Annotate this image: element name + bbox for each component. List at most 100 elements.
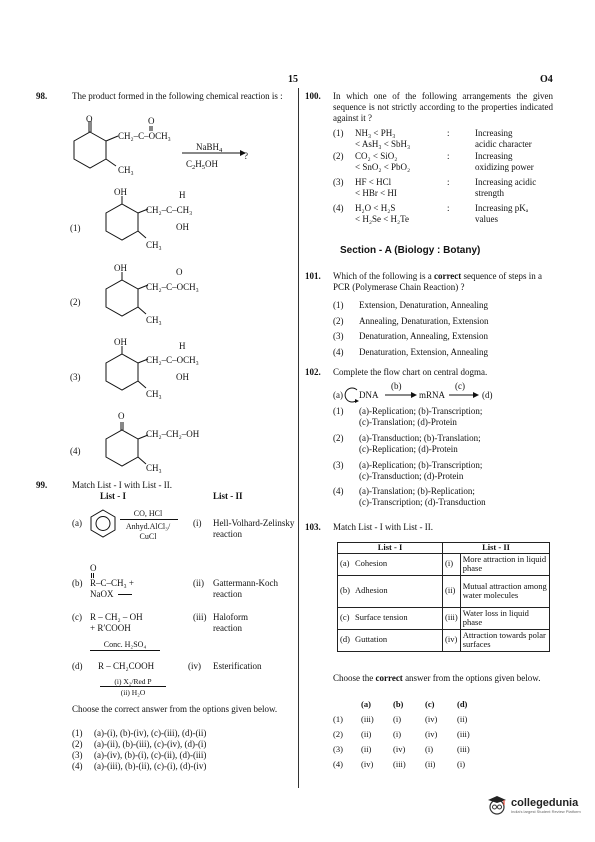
q101-number: 101. [305, 271, 321, 281]
flow-b: (b) [391, 381, 402, 391]
q99-answer-3: (3)(a)-(iv), (b)-(i), (c)-(ii), (d)-(iii… [72, 750, 207, 760]
q99-row-a-right: Hell-Volhard-Zelinsky reaction [213, 518, 295, 539]
reactant-ketone-o: O [86, 114, 93, 124]
q103-answer-4: (4)(iv)(iii)(ii)(i) [333, 759, 466, 769]
q102-text: Complete the flow chart on central dogma… [333, 367, 488, 377]
opt1-oh2: OH [176, 222, 189, 232]
q99-d-arrow [100, 686, 166, 687]
q100-number: 100. [305, 91, 321, 101]
q99-a-reagent3: CuCl [139, 532, 157, 541]
q99-choose-text: Choose the correct answer from the optio… [72, 704, 278, 714]
q99-answer-4: (4)(a)-(iii), (b)-(ii), (c)-(i), (d)-(iv… [72, 761, 207, 771]
reactant-carbonyl-o: O [148, 116, 155, 126]
section-heading: Section - A (Biology : Botany) [340, 245, 481, 256]
q98-opt3-ring [105, 346, 149, 391]
q101-option-1: (1)Extension, Denaturation, Annealing [333, 300, 488, 310]
q99-row-a-rlabel: (i) [193, 518, 202, 528]
q98-text: The product formed in the following chem… [72, 91, 283, 101]
q99-b-reagent: NaOX [90, 589, 114, 599]
logo-name: collegedunia [511, 796, 579, 809]
reaction-question-mark: ? [244, 151, 248, 161]
q99-b-formula: R–C–CH₃ + [90, 578, 134, 588]
q99-row-c-right: Haloform reaction [213, 612, 248, 633]
q99-answers: (1)(a)-(i), (b)-(iv), (c)-(iii), (d)-(ii… [72, 728, 294, 772]
q100-option-3: (3) HF < HCl< HBr < HI : Increasing acid… [333, 177, 537, 198]
flow-a: (a) [333, 390, 343, 400]
flow-mrna: mRNA [419, 390, 446, 400]
benzene-icon [90, 509, 116, 538]
q99-c-arrow [90, 650, 160, 651]
q99-d-reagent1: (i) X₂/Red P [114, 677, 152, 686]
q103-table-row: (d)Guttation (iv)Attraction towards pola… [337, 628, 551, 652]
opt1-chain: CH₂–C–CH₃ [146, 205, 193, 215]
q103-number: 103. [305, 522, 321, 532]
q101-option-3: (3)Denaturation, Annealing, Extension [333, 331, 488, 341]
q99-b-dbl2 [93, 573, 94, 578]
q103-text: Match List - I with List - II. [333, 522, 433, 532]
q102-option-2: (2)(a)-Transduction; (b)-Translation;(c)… [333, 433, 481, 454]
opt2-chain: CH₂–C–OCH₃ [146, 282, 199, 292]
q103-table-header: List - I List - II [337, 542, 550, 554]
q99-b-o: O [90, 563, 97, 573]
q99-number: 99. [36, 480, 48, 490]
q99-row-b-label: (b) [72, 578, 83, 588]
q101-option-4: (4)Denaturation, Extension, Annealing [333, 346, 488, 357]
opt2-label: (2) [70, 297, 81, 307]
q103-answer-table: (a)(b)(c)(d) (1)(iii)(i)(iv)(ii) (2)(ii)… [330, 697, 486, 772]
opt2-methyl: CH₃ [146, 315, 162, 325]
q99-list1-heading: List - I [100, 491, 127, 501]
q99-text: Match List - I with List - II. [72, 480, 172, 490]
q103-table-row: (a)Cohesion (i)More attraction in liquid… [337, 552, 551, 576]
q98-number: 98. [36, 91, 48, 101]
q102-options: (1)(a)-Replication; (b)-Transcription;(c… [333, 406, 555, 510]
opt1-label: (1) [70, 223, 81, 233]
q99-c-line1: R – CH₂ – OH [90, 612, 143, 622]
q103-answer-2: (2)(ii)(i)(iv)(iii) [333, 729, 470, 739]
reactant-methyl: CH₃ [118, 165, 134, 175]
opt2-o: O [176, 267, 183, 277]
q98-opt2-ring [105, 272, 149, 317]
paper-code: O4 [540, 74, 553, 85]
q99-a-reagent1: CO, HCl [133, 509, 163, 518]
q99-row-c-rlabel: (iii) [193, 612, 207, 622]
flow-c: (c) [455, 381, 465, 391]
q99-list2-heading: List - II [213, 491, 243, 501]
q102-number: 102. [305, 367, 321, 377]
q99-b-dbl1 [91, 573, 92, 578]
opt3-label: (3) [70, 372, 81, 382]
q99-c-reagent: Conc. H₂SO₄ [103, 640, 147, 649]
q99-row-a-label: (a) [72, 518, 82, 528]
q103-table-row: (c)Surface tension (iii)Water loss in li… [337, 606, 551, 630]
opt1-h: H [179, 190, 186, 200]
q103-answer-1: (1)(iii)(i)(iv)(ii) [333, 714, 468, 724]
q102-option-4: (4)(a)-Translation; (b)-Replication;(c)-… [333, 486, 486, 507]
page-number: 15 [288, 74, 298, 85]
q98-opt1-ring [105, 196, 149, 241]
reactant-chain: CH₂–C–OCH₃ [118, 131, 171, 141]
q103-list1-heading: List - I [337, 542, 443, 554]
q101-text: Which of the following is a correct sequ… [333, 271, 543, 292]
opt4-label: (4) [70, 446, 81, 456]
q98-reaction-svg [73, 121, 246, 169]
q103-list2-heading: List - II [442, 542, 550, 554]
q99-row-d-rlabel: (iv) [188, 661, 201, 671]
q99-a-reagent2: Anhyd.AlCl₃/ [125, 522, 171, 531]
q98-opt4-ring [105, 422, 149, 467]
opt4-chain: CH₂–CH₂–OH [146, 429, 200, 439]
column-divider [298, 88, 299, 788]
central-dogma-flowchart [344, 387, 479, 403]
flow-dna: DNA [359, 390, 379, 400]
q99-answer-1: (1)(a)-(i), (b)-(iv), (c)-(iii), (d)-(ii… [72, 728, 207, 738]
reagent-nabh4: NaBH4 [196, 142, 223, 154]
q99-row-d-right: Esterification [213, 661, 262, 671]
opt3-oh2: OH [176, 372, 189, 382]
q99-d-formula: R – CH₂COOH [98, 661, 155, 671]
q103-answer-header: (a)(b)(c)(d) [361, 699, 468, 709]
q99-row-b-rlabel: (ii) [193, 578, 204, 588]
q103-table-row: (b)Adhesion (ii)Mutual attraction among … [337, 574, 551, 608]
q99-c-line2: + R′COOH [90, 623, 131, 633]
q102-option-1: (1)(a)-Replication; (b)-Transcription;(c… [333, 406, 483, 427]
q99-answer-2: (2)(a)-(ii), (b)-(iii), (c)-(iv), (d)-(i… [72, 739, 207, 749]
